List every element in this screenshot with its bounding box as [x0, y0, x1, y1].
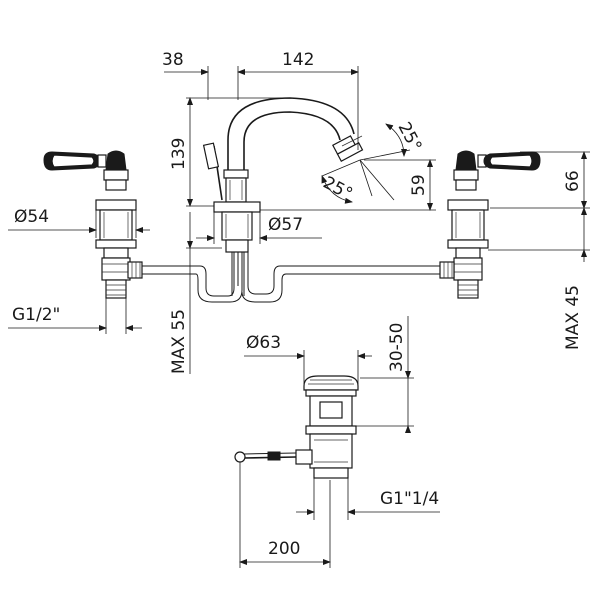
dim-dia63-label: Ø63 — [246, 333, 281, 353]
dim-66-label: 66 — [563, 170, 583, 192]
right-hose-connector — [439, 261, 455, 279]
dim-59-label: 59 — [409, 174, 429, 196]
right-valve-cap — [453, 150, 479, 191]
right-valve-body — [447, 199, 489, 299]
dimension-200: 200 — [239, 462, 331, 568]
dimension-dia54: Ø54 — [8, 207, 150, 238]
dimension-30-50: 30-50 — [356, 316, 414, 433]
right-lever-handle — [477, 151, 541, 171]
central-spout — [202, 97, 364, 296]
dimension-max55: MAX 55 — [169, 212, 222, 374]
dimension-dia63: Ø63 — [244, 333, 372, 384]
dim-25-lower-label: 25° — [320, 173, 356, 205]
dimension-139: 139 — [169, 97, 286, 207]
drain-flange — [303, 375, 359, 391]
dim-38-label: 38 — [162, 50, 184, 70]
left-lever-handle — [43, 151, 107, 171]
dimension-max45: MAX 45 — [488, 207, 590, 350]
drain-lever-arm — [234, 449, 313, 465]
left-valve-body — [95, 199, 137, 299]
dimension-g114: G1"1/4 — [296, 478, 440, 520]
dimension-66: 66 — [490, 151, 590, 209]
dim-142-label: 142 — [282, 50, 314, 70]
dim-dia54-label: Ø54 — [14, 207, 49, 227]
left-valve — [43, 150, 143, 299]
drain-assembly — [234, 375, 359, 479]
dimension-38-142: 38 142 — [162, 50, 359, 150]
dim-max45-label: MAX 45 — [563, 285, 583, 350]
dim-30-50-label: 30-50 — [387, 323, 407, 372]
left-valve-cap — [103, 150, 129, 191]
dimension-dia57: Ø57 — [196, 212, 322, 244]
spout-nozzle — [332, 135, 364, 162]
dim-max55-label: MAX 55 — [169, 309, 189, 374]
dim-25-upper-label: 25° — [394, 119, 426, 155]
left-hose — [142, 252, 243, 303]
dimension-59: 59 — [260, 159, 436, 211]
right-hose — [241, 252, 440, 303]
right-valve — [439, 150, 541, 299]
dim-g12-label: G1/2" — [12, 305, 60, 325]
left-hose-connector — [127, 261, 143, 279]
dim-g114-label: G1"1/4 — [380, 489, 439, 509]
dim-139-label: 139 — [169, 138, 189, 170]
dim-200-label: 200 — [268, 539, 300, 559]
dimension-g12: G1/2" — [8, 298, 142, 334]
dim-dia57-label: Ø57 — [268, 215, 303, 235]
